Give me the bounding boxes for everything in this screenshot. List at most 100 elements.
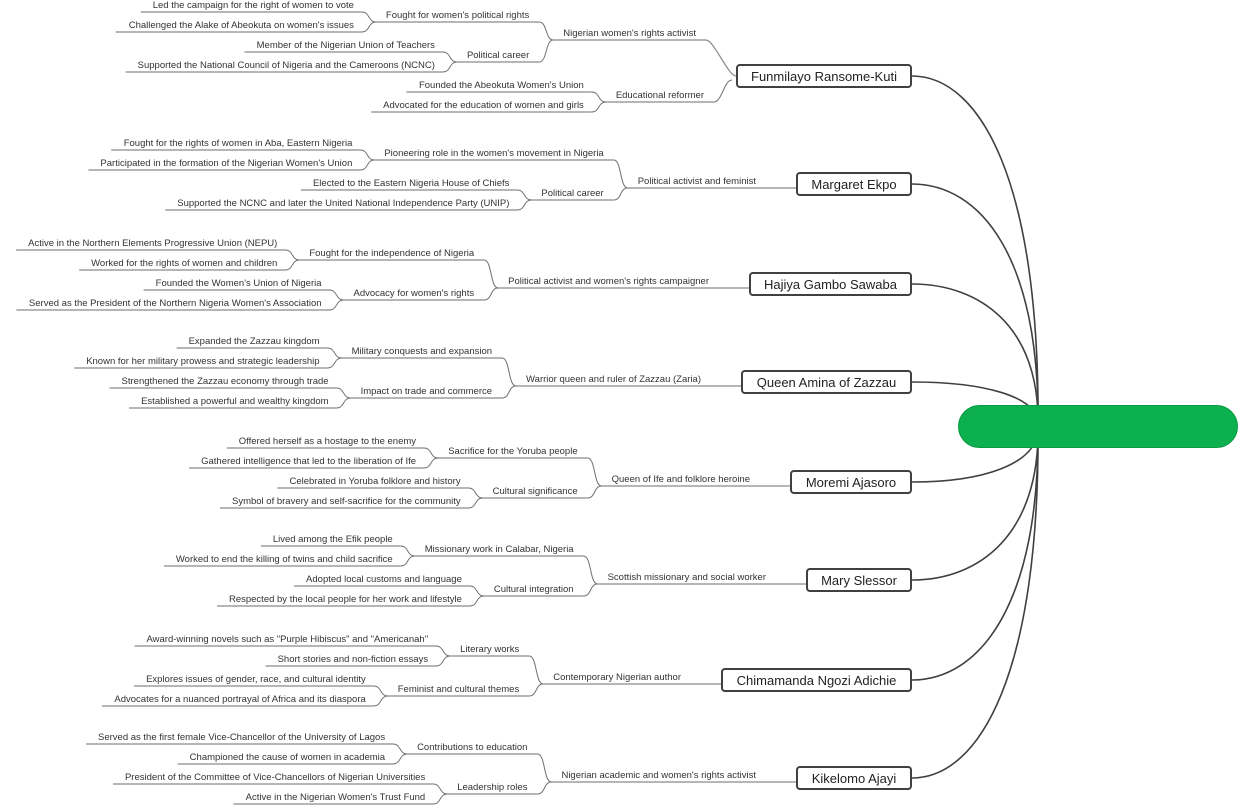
item-label[interactable]: Member of the Nigerian Union of Teachers [256,40,435,51]
person-node[interactable]: Mary Slessor [806,568,912,592]
group-label[interactable]: Pioneering role in the women's movement … [384,148,604,159]
root-connector [911,75,1039,427]
item-label[interactable]: Explores issues of gender, race, and cul… [146,674,366,685]
role-label[interactable]: Nigerian academic and women's rights act… [561,770,756,781]
item-connector [327,357,342,369]
group-label[interactable]: Fought for the independence of Nigeria [309,248,475,259]
item-label[interactable]: Lived among the Efik people [272,534,393,545]
item-label[interactable]: Led the campaign for the right of women … [152,0,354,11]
item-connector [436,655,451,667]
item-label[interactable]: Supported the National Council of Nigeri… [137,60,435,71]
group-label[interactable]: Political career [541,188,604,199]
item-connector [517,199,532,211]
group-label[interactable]: Sacrifice for the Yoruba people [448,446,578,457]
item-label[interactable]: Founded the Abeokuta Women's Union [418,80,584,91]
item-connector [442,51,458,63]
item-label[interactable]: Short stories and non-fiction essays [277,654,429,665]
item-label[interactable]: Worked for the rights of women and child… [91,258,278,269]
person-node[interactable]: Funmilayo Ransome-Kuti [736,64,912,88]
person-node[interactable]: Hajiya Gambo Sawaba [749,272,912,296]
item-connector [361,11,376,23]
item-connector [517,189,532,201]
group-label[interactable]: Impact on trade and commerce [360,386,493,397]
item-label[interactable]: Symbol of bravery and self-sacrifice for… [231,496,461,507]
person-node[interactable]: Kikelomo Ajayi [796,766,912,790]
group-connector [501,357,517,387]
group-connector [613,159,628,189]
group-connector [529,655,544,685]
group-label[interactable]: Political career [466,50,530,61]
group-label[interactable]: Advocacy for women's rights [353,288,475,299]
group-connector [539,21,554,41]
group-label[interactable]: Leadership roles [457,782,528,793]
item-label[interactable]: Celebrated in Yoruba folklore and histor… [289,476,461,487]
root-connector [911,283,1039,427]
item-label[interactable]: Offered herself as a hostage to the enem… [238,436,417,447]
person-node[interactable]: Chimamanda Ngozi Adichie [721,668,912,692]
root-node[interactable] [958,405,1238,448]
group-connector [484,287,499,301]
item-label[interactable]: Championed the cause of women in academi… [189,752,386,763]
item-label[interactable]: Elected to the Eastern Nigeria House of … [312,178,510,189]
item-connector [373,695,388,707]
item-label[interactable]: Award-winning novels such as "Purple Hib… [146,634,429,645]
group-label[interactable]: Military conquests and expansion [351,346,493,357]
role-label[interactable]: Political activist and women's rights ca… [508,276,709,287]
role-label[interactable]: Nigerian women's rights activist [563,28,696,39]
item-label[interactable]: Established a powerful and wealthy kingd… [141,396,329,407]
item-connector [285,249,300,261]
person-node[interactable]: Margaret Ekpo [796,172,912,196]
group-label[interactable]: Fought for women's political rights [385,10,530,21]
item-label[interactable]: Advocates for a nuanced portrayal of Afr… [114,694,366,705]
group-label[interactable]: Cultural integration [493,584,574,595]
role-label[interactable]: Queen of Ife and folklore heroine [611,474,750,485]
item-label[interactable]: Fought for the rights of women in Aba, E… [123,138,353,149]
item-label[interactable]: Expanded the Zazzau kingdom [188,336,320,347]
root-connector [911,425,1039,779]
root-connector [911,425,1039,681]
item-label[interactable]: President of the Committee of Vice-Chanc… [124,772,426,783]
item-label[interactable]: Founded the Women's Union of Nigeria [155,278,322,289]
role-label[interactable]: Contemporary Nigerian author [553,672,681,683]
role-underline [553,39,737,77]
item-label[interactable]: Active in the Northern Elements Progress… [28,238,278,249]
role-label[interactable]: Political activist and feminist [637,176,756,187]
item-label[interactable]: Challenged the Alake of Abeokuta on wome… [128,20,354,31]
item-connector [433,783,448,795]
item-label[interactable]: Participated in the formation of the Nig… [100,158,353,169]
role-label[interactable]: Warrior queen and ruler of Zazzau (Zaria… [526,374,701,385]
group-connector [537,753,552,783]
item-label[interactable]: Active in the Nigerian Women's Trust Fun… [245,792,426,803]
group-label[interactable]: Missionary work in Calabar, Nigeria [424,544,574,555]
item-connector [327,347,342,359]
group-connector [613,187,628,201]
item-label[interactable]: Gathered intelligence that led to the li… [201,456,417,467]
person-node[interactable]: Queen Amina of Zazzau [741,370,912,394]
item-label[interactable]: Served as the President of the Northern … [28,298,322,309]
item-label[interactable]: Worked to end the killing of twins and c… [175,554,393,565]
item-label[interactable]: Adopted local customs and language [306,574,462,585]
group-label[interactable]: Contributions to education [417,742,528,753]
item-label[interactable]: Respected by the local people for her wo… [228,594,462,605]
group-label[interactable]: Feminist and cultural themes [397,684,520,695]
item-connector [468,497,483,509]
role-label[interactable]: Scottish missionary and social worker [607,572,766,583]
person-node[interactable]: Moremi Ajasoro [790,470,912,494]
item-connector [591,101,606,113]
item-connector [436,645,451,657]
item-label[interactable]: Advocated for the education of women and… [383,100,584,111]
item-label[interactable]: Strengthened the Zazzau economy through … [121,376,329,387]
item-connector [433,793,448,805]
item-connector [329,299,344,311]
item-label[interactable]: Served as the first female Vice-Chancell… [98,732,386,743]
item-label[interactable]: Supported the NCNC and later the United … [177,198,510,209]
item-connector [424,457,439,469]
group-connector [537,781,552,795]
group-label[interactable]: Literary works [460,644,520,655]
item-connector [469,585,484,597]
item-label[interactable]: Known for her military prowess and strat… [86,356,320,367]
item-connector [400,555,415,567]
group-label[interactable]: Cultural significance [492,486,578,497]
group-label[interactable]: Educational reformer [615,90,704,101]
